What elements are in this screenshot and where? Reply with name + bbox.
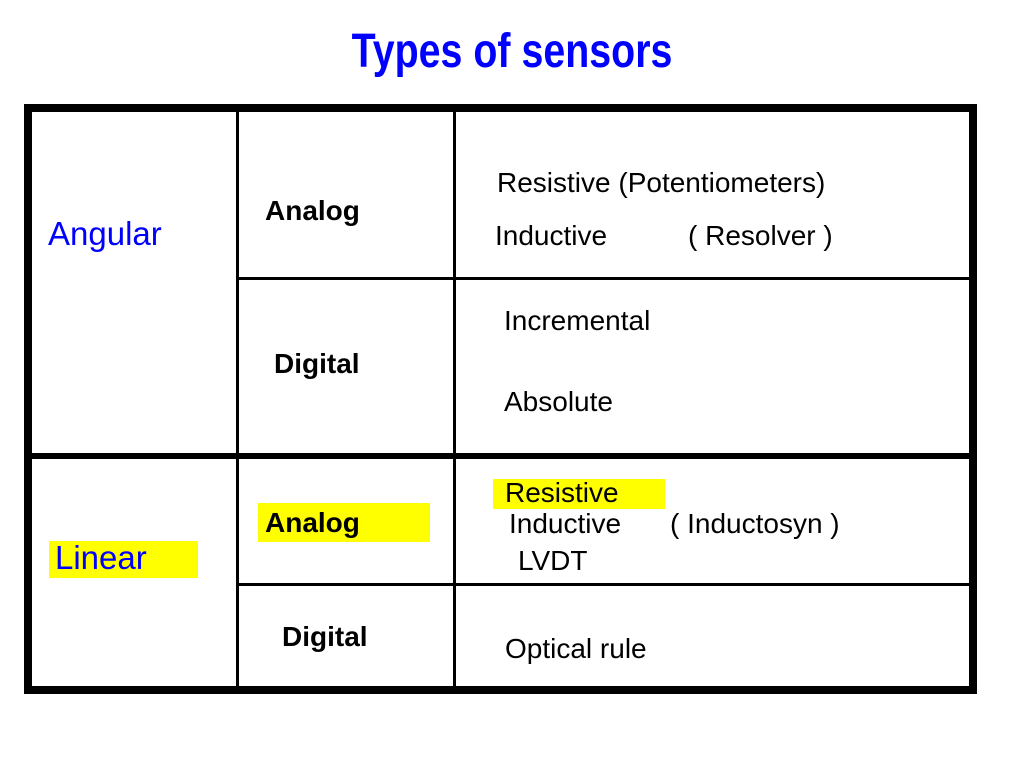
angular-digital-label: Digital	[274, 348, 360, 379]
linear-digital-item: Optical rule	[505, 633, 647, 664]
angular-analog-item: ( Resolver )	[688, 220, 833, 251]
slide-title: Types of sensors	[351, 25, 673, 78]
angular-digital-item: Absolute	[504, 386, 613, 417]
table-column-divider	[236, 110, 239, 688]
angular-analog-item: Inductive	[495, 220, 608, 251]
table-row-divider	[238, 277, 971, 280]
angular-analog-item: Resistive (Potentiometers)	[497, 167, 826, 198]
angular-digital-item: Incremental	[504, 305, 651, 336]
table-border-left	[24, 104, 32, 694]
highlight-linear	[49, 541, 198, 578]
highlight-linear-analog	[258, 503, 430, 542]
table-border-right	[969, 104, 977, 694]
table-border-bottom	[24, 686, 977, 694]
table-border-top	[24, 104, 977, 112]
linear-analog-label: Analog	[265, 507, 360, 538]
category-linear: Linear	[55, 539, 147, 576]
table-row-divider	[28, 453, 971, 459]
linear-analog-item: ( Inductosyn )	[670, 508, 840, 539]
angular-analog-label: Analog	[265, 195, 360, 226]
table-row-divider	[238, 583, 971, 586]
linear-analog-item: Inductive	[509, 508, 622, 539]
table-column-divider	[453, 110, 456, 688]
linear-analog-item: LVDT	[518, 545, 588, 576]
highlight-linear-resistive	[493, 479, 665, 509]
category-angular: Angular	[48, 215, 162, 252]
linear-digital-label: Digital	[282, 621, 368, 652]
linear-analog-item: Resistive	[505, 477, 619, 508]
